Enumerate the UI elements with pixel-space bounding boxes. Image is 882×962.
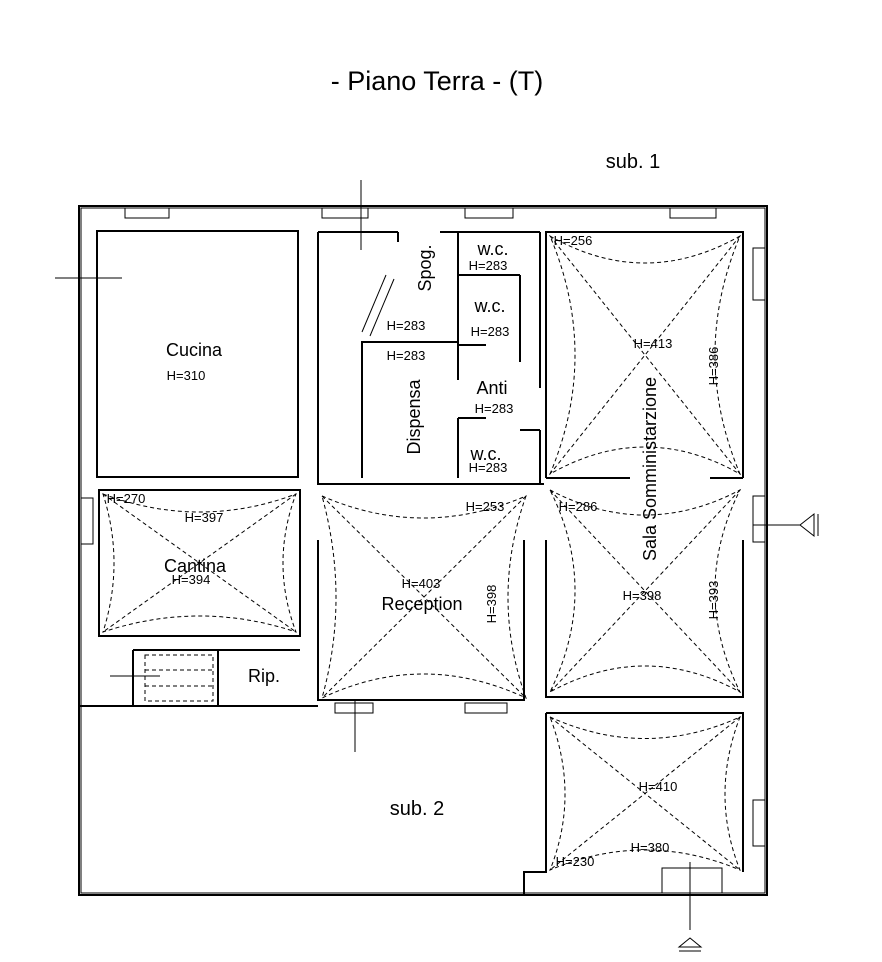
height-spog-left: H=283 xyxy=(387,318,426,333)
room-cucina: Cucina H=310 xyxy=(96,230,299,478)
entrance-arrow-right xyxy=(799,512,819,538)
height-wc-mid: H=283 xyxy=(471,324,510,339)
height-bottom-center: H=410 xyxy=(639,779,678,794)
service-block: Spog. w.c. H=283 w.c. H=283 H=283 H=283 … xyxy=(317,231,544,485)
room-label-wc-top: w.c. xyxy=(476,239,508,259)
sub-2-label: sub. 2 xyxy=(390,798,444,820)
room-sala: H=256 H=413 H=386 H=253 H=286 Sala Sommi… xyxy=(466,231,744,698)
stairs-rip: Rip. xyxy=(110,649,300,707)
height-cantina-top: H=397 xyxy=(185,510,224,525)
room-label-spog: Spog. xyxy=(415,244,435,291)
room-cantina: H=270 H=397 Cantina H=394 xyxy=(98,489,301,637)
room-label-wc-bottom: w.c. xyxy=(469,444,501,464)
height-cucina: H=310 xyxy=(167,368,206,383)
room-label-sala: Sala Somministarzione xyxy=(640,377,660,561)
height-cantina-center: H=394 xyxy=(172,572,211,587)
height-sala-mid-side: H=393 xyxy=(706,581,721,620)
sub-1-label: sub. 1 xyxy=(606,151,660,173)
height-bottom-corner: H=230 xyxy=(556,854,595,869)
room-label-wc-mid: w.c. xyxy=(473,296,505,316)
height-dispensa: H=283 xyxy=(387,348,426,363)
height-corridor: H=253 xyxy=(466,499,505,514)
entrance-arrow-bottom xyxy=(677,937,703,952)
room-lower-right: H=410 H=380 H=230 xyxy=(523,712,744,895)
height-sala-top-corner: H=256 xyxy=(554,233,593,248)
height-wc-top: H=283 xyxy=(469,258,508,273)
height-reception-center: H=403 xyxy=(402,576,441,591)
room-label-anti: Anti xyxy=(476,378,507,398)
section-lines xyxy=(55,180,800,930)
room-label-cantina: Cantina xyxy=(164,556,227,576)
room-label-rip: Rip. xyxy=(248,666,280,686)
height-bottom-mid: H=380 xyxy=(631,840,670,855)
room-reception: H=403 Reception H=398 xyxy=(317,495,527,701)
height-sala-mid-center: H=398 xyxy=(623,588,662,603)
room-label-reception: Reception xyxy=(381,594,462,614)
plan-title: - Piano Terra - (T) xyxy=(331,66,544,96)
height-sala-mid-corner: H=286 xyxy=(559,499,598,514)
height-sala-top-center: H=413 xyxy=(634,336,673,351)
outer-walls xyxy=(78,205,768,896)
windows xyxy=(80,207,766,894)
height-wc-bottom: H=283 xyxy=(469,460,508,475)
height-cantina-corner: H=270 xyxy=(107,491,146,506)
room-label-cucina: Cucina xyxy=(166,340,223,360)
height-reception-side: H=398 xyxy=(484,585,499,624)
room-label-dispensa: Dispensa xyxy=(404,378,424,454)
height-sala-top-side: H=386 xyxy=(706,347,721,386)
height-anti: H=283 xyxy=(475,401,514,416)
